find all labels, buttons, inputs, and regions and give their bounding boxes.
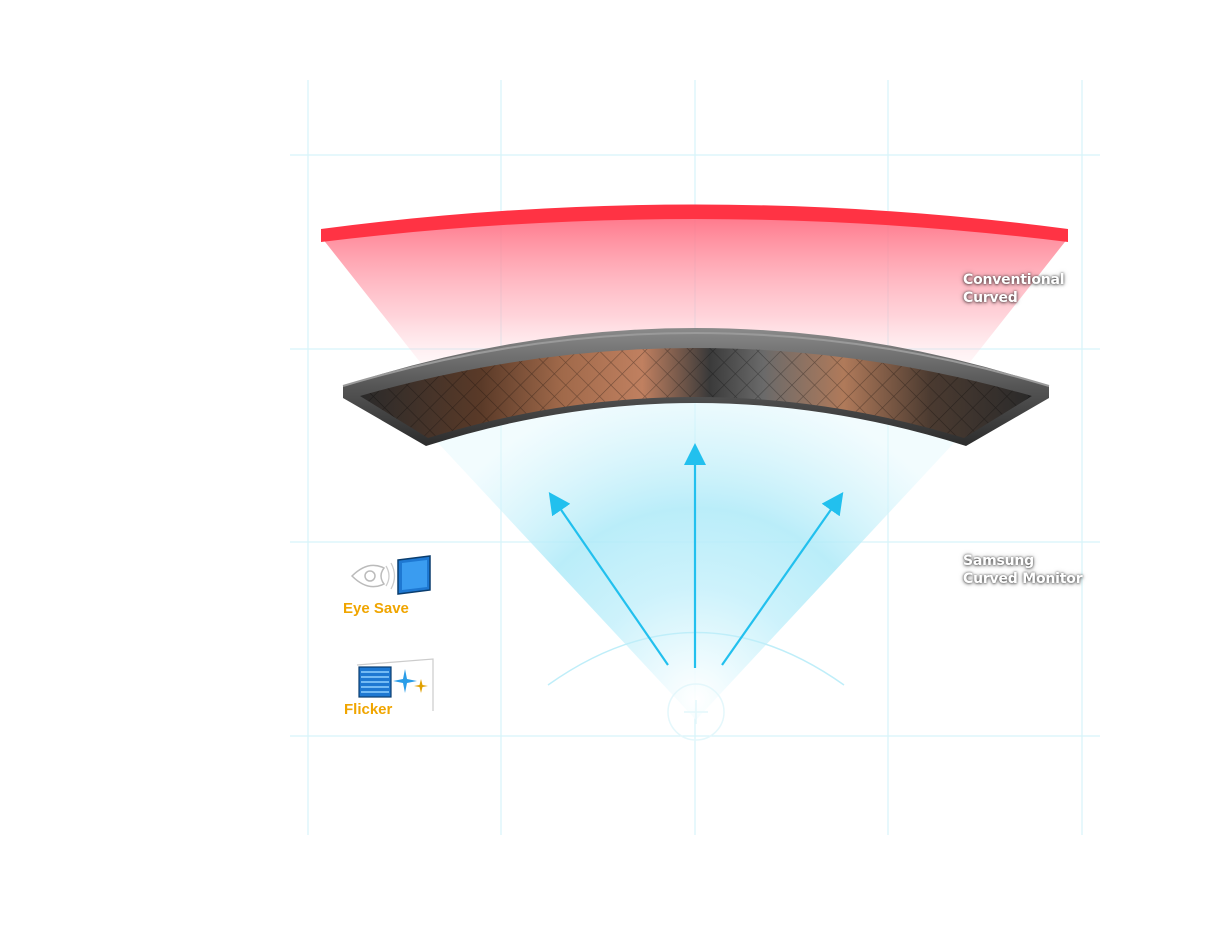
eye-pupil: [364, 570, 376, 582]
conventional-curved-label: Conventional Curved: [963, 271, 1065, 307]
samsung-curved-monitor: [342, 328, 1050, 446]
arrow-right: [721, 491, 844, 666]
monitor-top-edge: [342, 332, 1050, 387]
flicker-free-icon: [356, 658, 434, 711]
flicker-label: Flicker: [344, 701, 393, 718]
samsung-label-line2: Curved Monitor: [963, 571, 1083, 587]
eye-save-label: Eye Save: [343, 600, 409, 617]
eye-save-icon: [350, 555, 431, 595]
eye-rays: [385, 562, 396, 590]
samsung-label-line1: Samsung: [963, 553, 1035, 569]
samsung-curved-monitor-label: Samsung Curved Monitor: [963, 552, 1083, 588]
viewing-arrows: [548, 443, 844, 668]
panel-frame: [356, 658, 434, 711]
monitor-screen-mesh: [360, 348, 1032, 438]
sparkle-gold: [414, 679, 428, 693]
eye-outline: [350, 564, 386, 588]
sparkle-blue: [393, 669, 417, 693]
eye-point: [667, 683, 725, 741]
conventional-curve: [321, 204, 1068, 242]
conventional-label-line1: Conventional: [963, 272, 1065, 288]
conventional-label-line2: Curved: [963, 290, 1018, 306]
flicker-lines: [361, 671, 389, 693]
eye-point-mark: [684, 700, 708, 724]
mini-monitor-screen: [402, 560, 427, 590]
arrow-left: [548, 491, 669, 666]
